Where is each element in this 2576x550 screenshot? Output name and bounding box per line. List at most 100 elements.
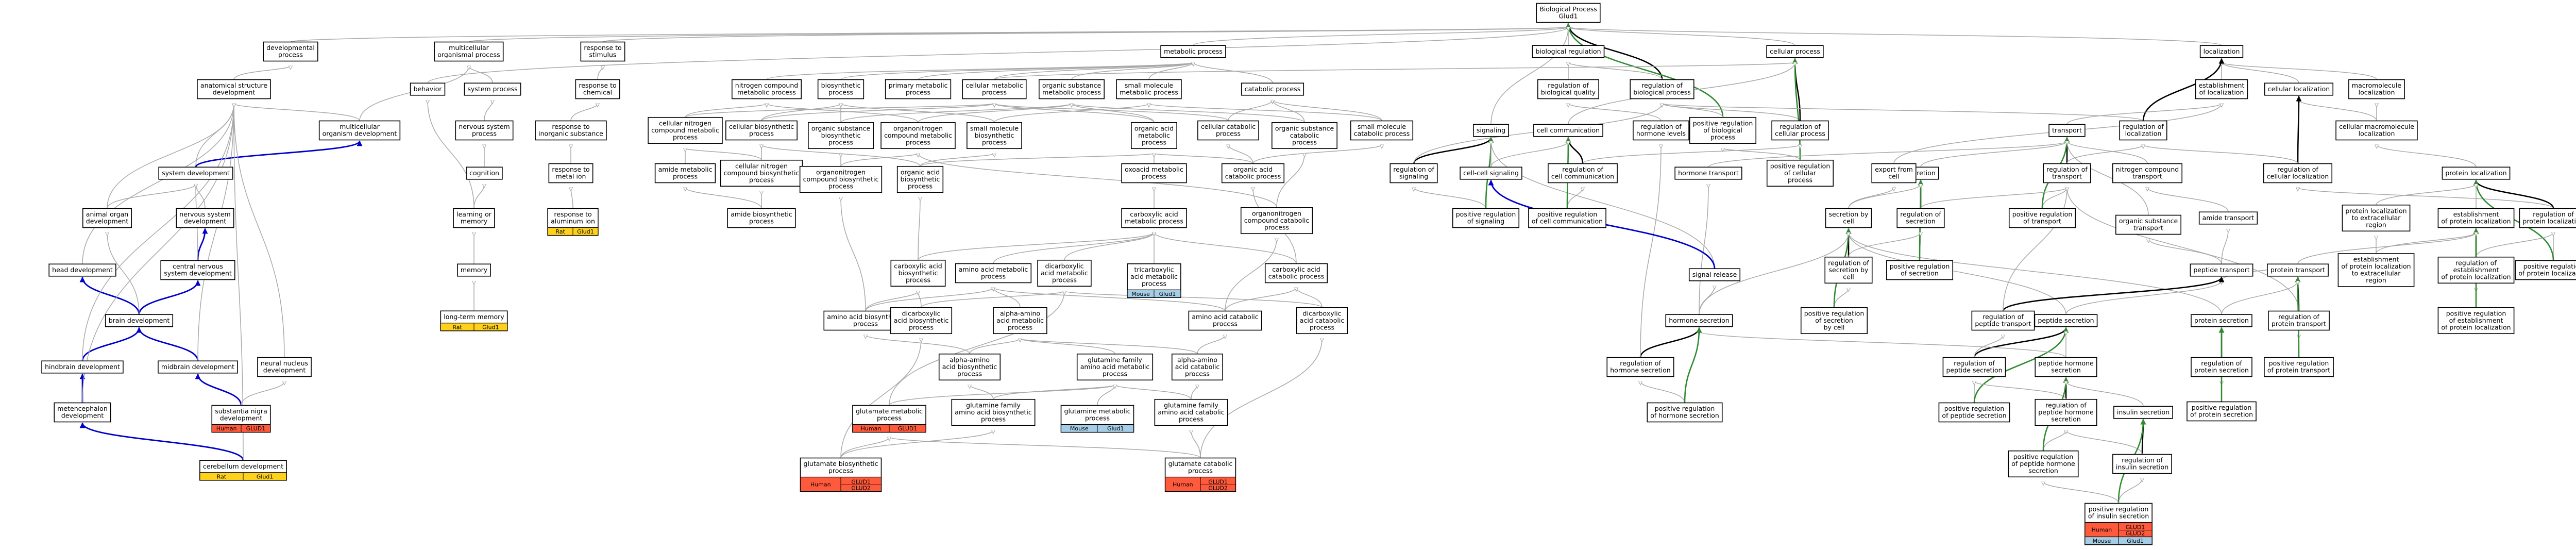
go-term-biol-reg[interactable]: biological regulation [1532, 45, 1605, 58]
go-term-hindbrain-development[interactable]: hindbrain development [41, 360, 124, 374]
go-term-brain-development[interactable]: brain development [105, 314, 174, 327]
go-term-memory[interactable]: memory [457, 263, 491, 277]
go-term-catabolic-process[interactable]: catabolic process [1241, 82, 1304, 96]
go-term-signal-release[interactable]: signal release [1688, 268, 1741, 281]
go-term-system-process[interactable]: system process [464, 82, 521, 96]
go-term-protein-transport[interactable]: protein transport [2267, 263, 2329, 277]
go-term-midbrain-development[interactable]: midbrain development [158, 360, 238, 374]
go-term-head-development[interactable]: head development [48, 263, 116, 277]
go-term-cellular-localization[interactable]: cellular localization [2264, 82, 2334, 96]
go-term-transport[interactable]: transport [2048, 124, 2086, 137]
go-term-cellular-process[interactable]: cellular process [1766, 45, 1824, 58]
go-term-cognition[interactable]: cognition [466, 166, 503, 180]
go-term-insulin-secretion[interactable]: insulin secretion [2113, 406, 2173, 419]
go-term-protein-localization[interactable]: protein localization [2442, 166, 2511, 180]
go-term-signaling[interactable]: signaling [1473, 124, 1509, 137]
go-term-metabolic-process[interactable]: metabolic process [1160, 45, 1226, 58]
go-term-cell-cell-signaling[interactable]: cell-cell signaling [1460, 166, 1522, 180]
go-term-system-development[interactable]: system development [158, 166, 233, 180]
go-term-cell-communication[interactable]: cell communication [1533, 124, 1603, 137]
go-term-behavior[interactable]: behavior [410, 82, 446, 96]
go-term-peptide-secretion[interactable]: peptide secretion [2034, 314, 2098, 327]
go-term-amide-transport[interactable]: amide transport [2198, 211, 2258, 225]
